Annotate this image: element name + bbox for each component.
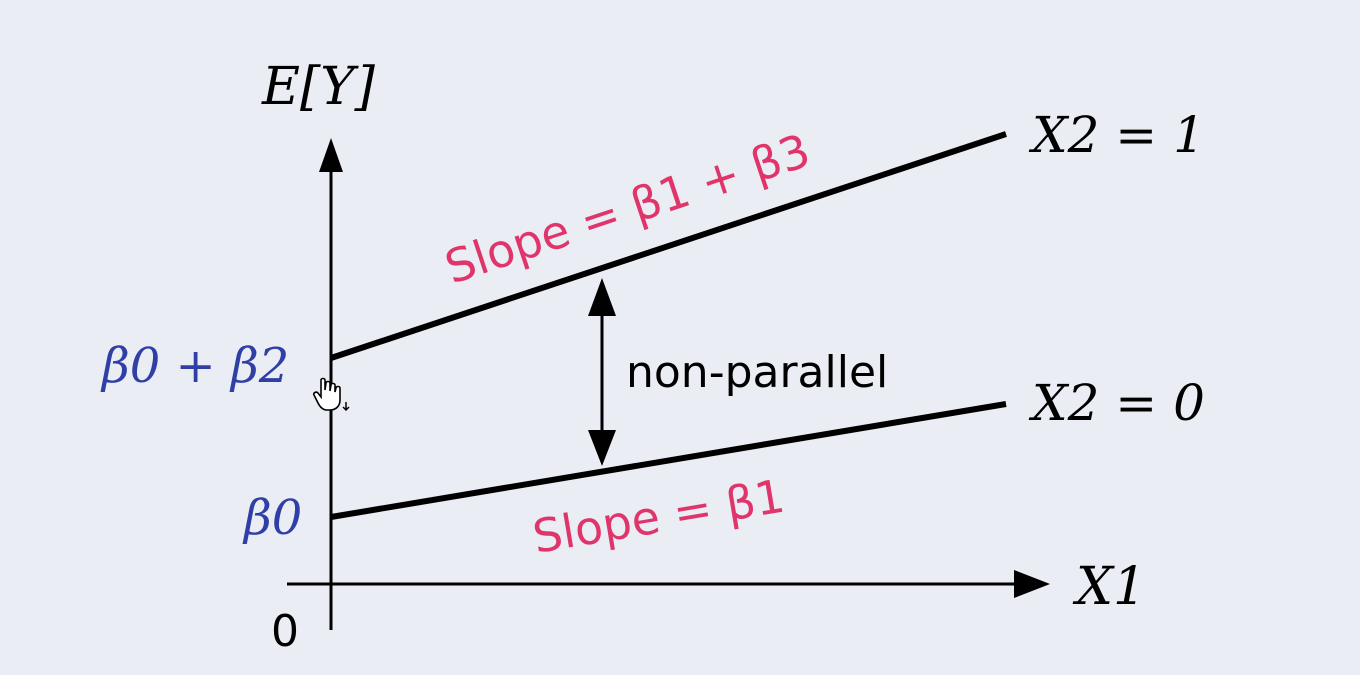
gap-arrow-top-head — [588, 278, 616, 316]
slope-upper-label: Slope = β1 + β3 — [438, 123, 816, 294]
intercept-upper-label: β0 + β2 — [100, 338, 289, 394]
line-lower-label: X2 = 0 — [1028, 374, 1205, 432]
y-axis-label: E[Y] — [261, 57, 376, 117]
line-upper-label: X2 = 1 — [1028, 106, 1205, 164]
x-axis-arrowhead — [1014, 570, 1050, 598]
x-axis-label: X1 — [1072, 557, 1146, 617]
gap-annotation-label: non-parallel — [626, 347, 888, 398]
gap-arrow-bottom-head — [588, 430, 616, 466]
y-axis-arrowhead — [319, 138, 343, 172]
intercept-lower-label: β0 — [242, 490, 302, 546]
slope-lower-label: Slope = β1 — [529, 469, 788, 564]
hand-pointer-icon — [313, 377, 350, 412]
line-x2-equals-1 — [330, 131, 1007, 361]
origin-label: 0 — [271, 606, 299, 657]
line-x2-equals-0 — [330, 401, 1007, 520]
